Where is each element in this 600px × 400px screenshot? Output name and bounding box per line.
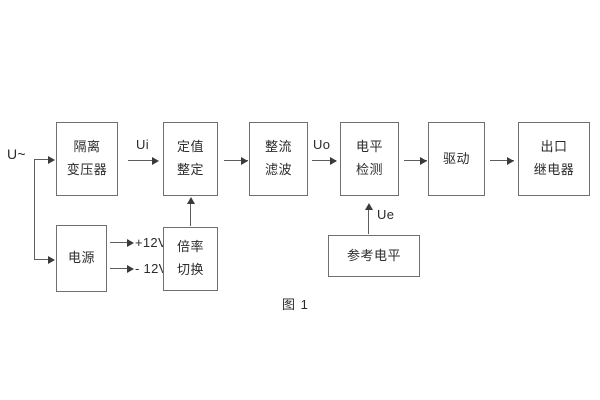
block-isolation-transformer-line-1: 隔离 (73, 139, 101, 155)
wire-drive-to-output-relay (490, 160, 514, 161)
wire-bus-vertical (34, 159, 35, 260)
block-level-detect[interactable]: 电平 检测 (340, 122, 399, 196)
block-multiplier-switch-line-1: 倍率 (176, 239, 204, 255)
wire-rail-positive (110, 242, 132, 243)
block-rectify-filter-line-1: 整流 (264, 139, 292, 155)
arrow-level-detect-to-drive (420, 157, 427, 165)
arrow-rectify-to-level-detect (330, 157, 337, 165)
block-power-supply[interactable]: 电源 (56, 225, 107, 292)
wire-reference-to-level-detect (368, 207, 369, 234)
block-isolation-transformer[interactable]: 隔离 变压器 (56, 122, 118, 196)
figure-caption: 图 1 (282, 297, 309, 312)
signal-label-ue: Ue (377, 207, 395, 222)
wire-level-detect-to-drive (404, 160, 427, 161)
block-multiplier-switch[interactable]: 倍率 切换 (163, 227, 218, 291)
wire-multiplier-to-setting (190, 200, 191, 226)
arrow-reference-to-level-detect (365, 203, 373, 210)
wire-setting-to-rectify (224, 160, 248, 161)
block-power-supply-line-1: 电源 (67, 250, 95, 266)
arrow-setting-to-rectify (241, 157, 248, 165)
block-reference-level-line-1: 参考电平 (346, 247, 401, 263)
signal-label-uo: Uo (313, 137, 331, 152)
signal-label-ui: Ui (136, 137, 149, 152)
block-setting-value-line-1: 定值 (176, 139, 204, 155)
block-output-relay-line-1: 出口 (540, 139, 568, 155)
wire-isolation-to-setting (128, 160, 154, 161)
wire-rectify-to-level-detect (312, 160, 336, 161)
wire-bus-to-isolation (34, 159, 50, 160)
arrow-rail-negative (127, 265, 134, 273)
block-isolation-transformer-line-2: 变压器 (66, 162, 108, 177)
block-setting-value[interactable]: 定值 整定 (163, 122, 218, 196)
wire-bus-to-power-supply (34, 259, 50, 260)
source-label-u: U~ (7, 146, 26, 162)
block-multiplier-switch-line-2: 切换 (176, 262, 204, 277)
rail-label-negative: - 12V (135, 261, 168, 276)
block-output-relay-line-2: 继电器 (533, 162, 575, 177)
arrow-rail-positive (127, 239, 134, 247)
wire-rail-negative (110, 268, 132, 269)
arrow-multiplier-to-setting (187, 197, 195, 204)
arrow-bus-to-power-supply (48, 256, 55, 264)
block-setting-value-line-2: 整定 (176, 162, 204, 177)
block-drive[interactable]: 驱动 (428, 122, 485, 196)
arrow-drive-to-output-relay (507, 157, 514, 165)
block-reference-level[interactable]: 参考电平 (328, 235, 420, 277)
block-level-detect-line-2: 检测 (355, 162, 383, 177)
arrow-bus-to-isolation (48, 156, 55, 164)
block-rectify-filter-line-2: 滤波 (264, 162, 292, 177)
rail-label-positive: +12V (135, 235, 167, 250)
block-rectify-filter[interactable]: 整流 滤波 (249, 122, 308, 196)
block-level-detect-line-1: 电平 (355, 139, 383, 155)
arrow-isolation-to-setting (152, 157, 159, 165)
block-drive-line-1: 驱动 (442, 150, 470, 166)
block-output-relay[interactable]: 出口 继电器 (518, 122, 590, 196)
